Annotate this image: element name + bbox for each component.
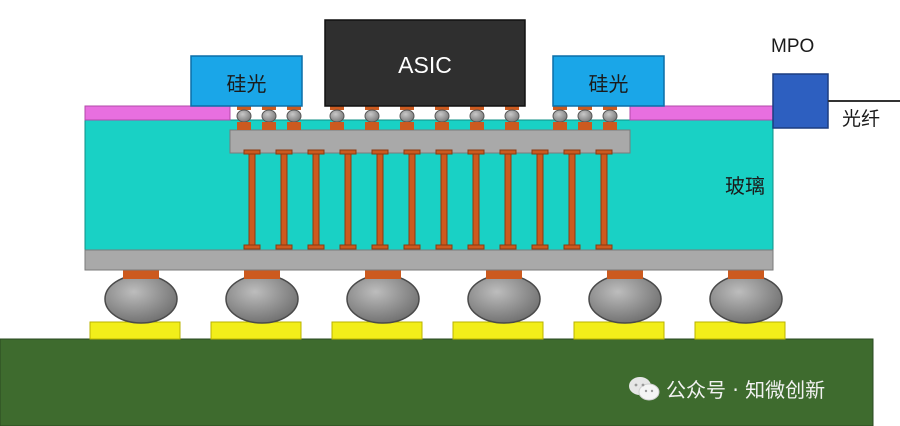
silicon-photonics-die-right bbox=[552, 55, 665, 107]
fiber-label: 光纤 bbox=[842, 108, 881, 130]
micro-bump bbox=[434, 106, 450, 130]
asic-label: ASIC bbox=[398, 52, 452, 78]
micro-bump bbox=[329, 106, 345, 130]
bottom-pads bbox=[123, 270, 764, 279]
through-glass-vias bbox=[243, 149, 613, 250]
bga-pad bbox=[210, 321, 302, 340]
mpo-connector bbox=[772, 73, 829, 129]
tgv bbox=[243, 149, 261, 250]
tgv bbox=[339, 149, 357, 250]
wechat-icon bbox=[629, 376, 660, 400]
micro-bump bbox=[504, 106, 520, 130]
micro-bump bbox=[577, 106, 593, 130]
bottom-pad bbox=[123, 270, 159, 279]
watermark-text: 公众号 · 知微创新 bbox=[666, 378, 826, 402]
asic-die bbox=[324, 19, 526, 107]
glass-label: 玻璃 bbox=[725, 174, 765, 198]
rdl-pink-left bbox=[84, 105, 231, 121]
solder-ball bbox=[225, 274, 299, 324]
bga-pad bbox=[89, 321, 181, 340]
mpo-label: MPO bbox=[771, 36, 815, 57]
bottom-pad bbox=[486, 270, 522, 279]
tgv bbox=[531, 149, 549, 250]
bottom-pad bbox=[607, 270, 643, 279]
micro-bump bbox=[399, 106, 415, 130]
pcb-board bbox=[0, 338, 874, 426]
tgv bbox=[435, 149, 453, 250]
rdl-pink-right bbox=[629, 105, 774, 121]
solder-ball bbox=[346, 274, 420, 324]
tgv bbox=[563, 149, 581, 250]
bga-pads bbox=[89, 321, 786, 340]
bga-pad bbox=[573, 321, 665, 340]
bottom-rdl bbox=[84, 249, 774, 271]
solder-ball bbox=[709, 274, 783, 324]
solder-ball bbox=[104, 274, 178, 324]
micro-bump bbox=[552, 106, 568, 130]
embedded-bridge bbox=[229, 129, 631, 154]
micro-bump bbox=[261, 106, 277, 130]
tgv bbox=[403, 149, 421, 250]
tgv bbox=[307, 149, 325, 250]
silicon-photonics-die-left bbox=[190, 55, 303, 107]
bottom-pad bbox=[728, 270, 764, 279]
bga-pad bbox=[452, 321, 544, 340]
bga-pad bbox=[331, 321, 423, 340]
micro-bump bbox=[236, 106, 252, 130]
micro-bump bbox=[602, 106, 618, 130]
solder-ball bbox=[467, 274, 541, 324]
bga-pad bbox=[694, 321, 786, 340]
tgv bbox=[467, 149, 485, 250]
micro-bumps bbox=[236, 106, 618, 130]
tgv bbox=[595, 149, 613, 250]
bottom-pad bbox=[244, 270, 280, 279]
tgv bbox=[275, 149, 293, 250]
micro-bump bbox=[469, 106, 485, 130]
bottom-pad bbox=[365, 270, 401, 279]
tgv bbox=[371, 149, 389, 250]
solder-ball bbox=[588, 274, 662, 324]
watermark: 公众号 · 知微创新 bbox=[628, 374, 825, 403]
silicon-photonics-left-label: 硅光 bbox=[226, 72, 267, 96]
tgv bbox=[499, 149, 517, 250]
solder-balls bbox=[104, 274, 783, 324]
micro-bump bbox=[364, 106, 380, 130]
silicon-photonics-right-label: 硅光 bbox=[588, 72, 629, 96]
micro-bump bbox=[286, 106, 302, 130]
